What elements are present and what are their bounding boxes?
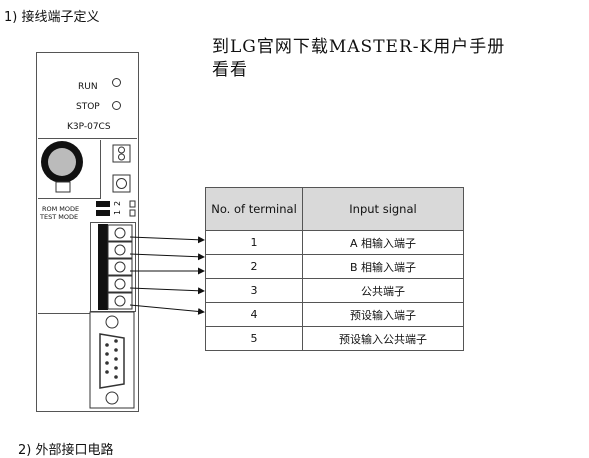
input-signal-cell: 预设输入端子 [302,302,464,327]
terminal-signal-table: No. of terminal Input signal 1 A 相输入端子 2… [205,187,464,351]
input-signal-cell: B 相输入端子 [302,254,464,279]
input-signal-cell: 预设输入公共端子 [302,326,464,351]
stop-label: STOP [76,102,100,112]
table-header-row: No. of terminal Input signal [205,187,464,231]
connector-icon [112,144,131,163]
section-heading: 1) 接线端子定义 [4,10,100,25]
input-signal-cell: 公共端子 [302,278,464,303]
stop-led-icon [112,101,121,110]
handwritten-note: 到LG官网下载MASTER-K用户手册 看看 [212,36,505,82]
screw-icon [112,174,131,193]
lower-divider [38,313,90,314]
dip-switch-icon [96,200,136,217]
terminal-no-cell: 3 [205,278,303,303]
mode-divider [38,198,90,199]
terminal-arrows [129,236,205,315]
footer-heading: 2) 外部接口电路 [18,443,114,458]
terminal-no-cell: 5 [205,326,303,351]
rotary-knob-icon [41,141,83,193]
model-label: K3P-07CS [67,122,111,132]
test-mode-label: TEST MODE [40,213,79,221]
note-line-1: 到LG官网下载MASTER-K用户手册 [212,37,506,57]
status-panel [38,54,137,139]
rom-mode-label: ROM MODE [42,205,80,213]
table-row: 5 预设输入公共端子 [205,326,464,351]
run-led-icon [112,78,121,87]
terminal-no-cell: 2 [205,254,303,279]
run-label: RUN [78,82,98,92]
dip-label-1: 1 [113,209,123,216]
input-signal-cell: A 相输入端子 [302,230,464,255]
table-row: 3 公共端子 [205,278,464,303]
terminal-screws-icon [107,224,133,310]
header-input-signal: Input signal [302,187,464,231]
table-row: 2 B 相输入端子 [205,254,464,279]
table-row: 1 A 相输入端子 [205,230,464,255]
terminal-rail [98,224,108,310]
serial-port-icon [89,311,135,409]
table-row: 4 预设输入端子 [205,302,464,327]
terminal-no-cell: 4 [205,302,303,327]
note-line-2: 看看 [212,60,248,80]
header-terminal-no: No. of terminal [205,187,303,231]
terminal-no-cell: 1 [205,230,303,255]
dip-label-2: 2 [113,200,123,207]
